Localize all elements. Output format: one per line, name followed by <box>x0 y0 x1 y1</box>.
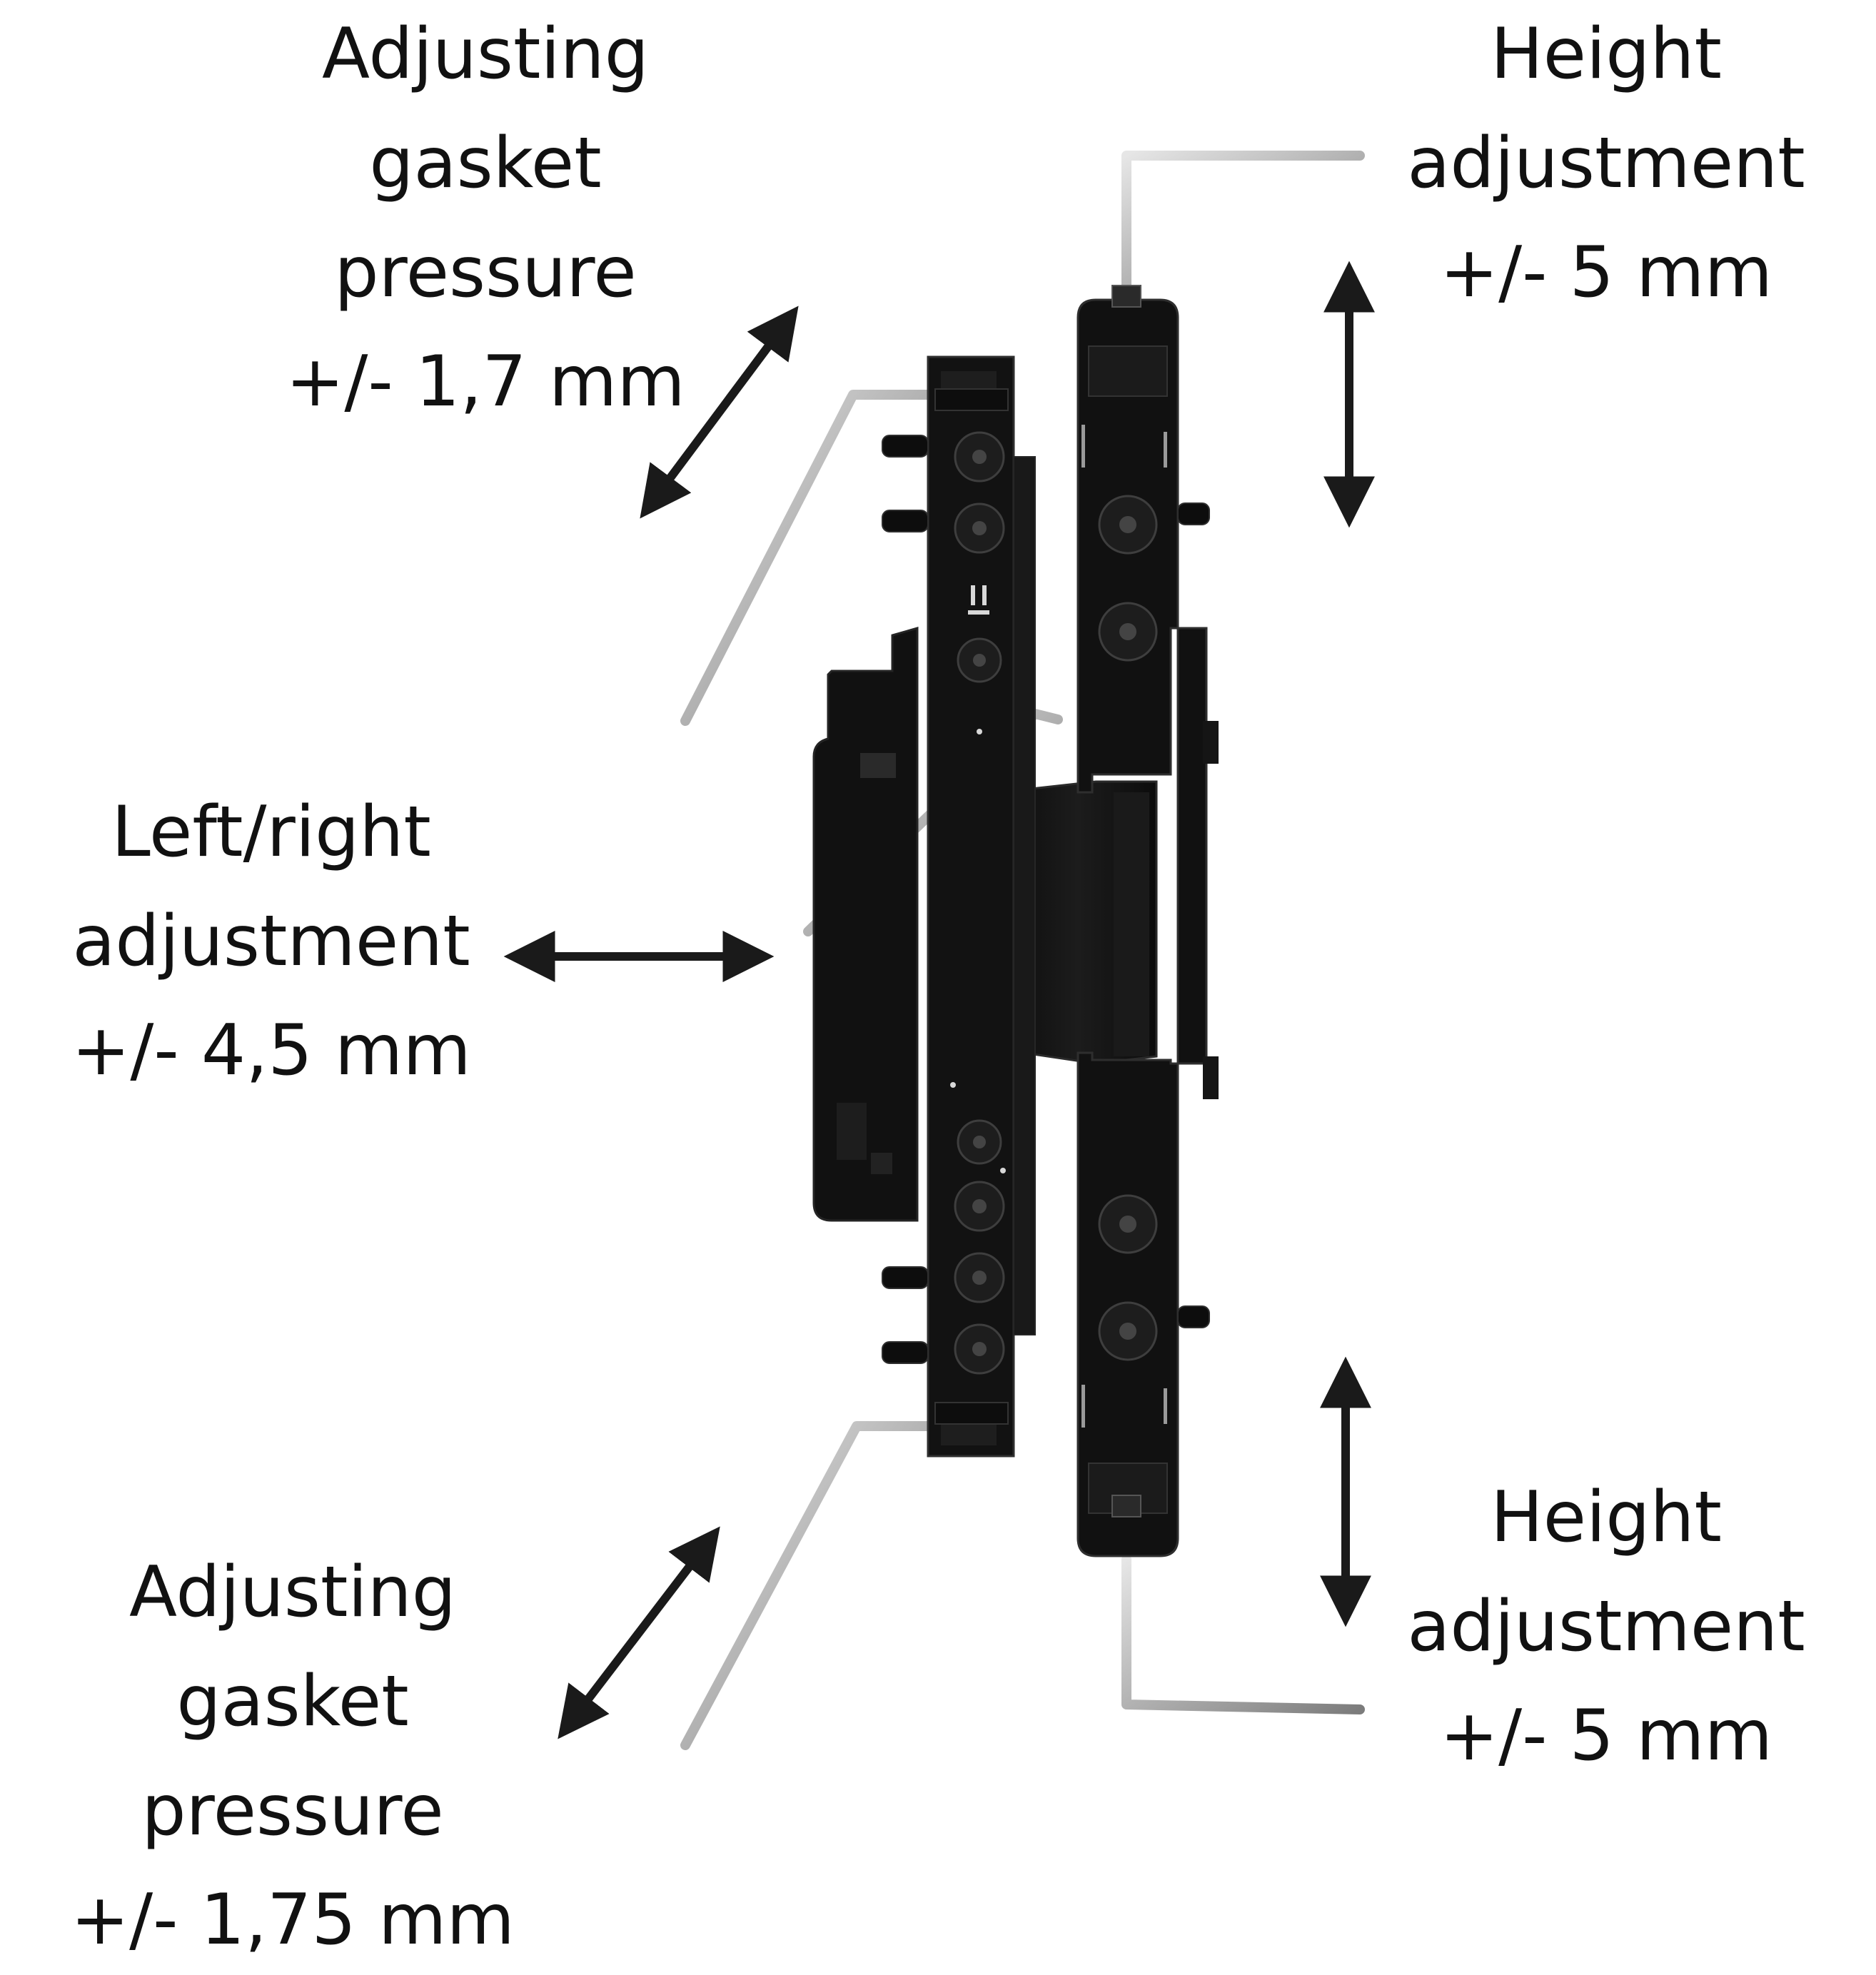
gasket-pressure-label-bottom: Adjusting gasket pressure +/- 1,75 mm <box>43 1538 543 1975</box>
frame-hinge-plate <box>1076 285 1219 1557</box>
label-line: gasket <box>369 123 602 204</box>
label-line: +/- 4,5 mm <box>71 1010 471 1091</box>
label-line: Height <box>1491 14 1722 95</box>
label-line: pressure <box>141 1770 444 1852</box>
door-hinge-plate <box>882 355 1036 1458</box>
left-right-adjustment-label: Left/right adjustment +/- 4,5 mm <box>21 778 521 1106</box>
label-line: adjustment <box>72 901 470 982</box>
label-line: Height <box>1491 1477 1722 1558</box>
height-adjustment-label-top: Height adjustment +/- 5 mm <box>1356 0 1856 328</box>
label-line: adjustment <box>1407 123 1805 204</box>
label-line: Adjusting <box>322 14 649 95</box>
label-line: +/- 5 mm <box>1439 1695 1773 1777</box>
label-line: +/- 5 mm <box>1439 232 1773 313</box>
label-line: adjustment <box>1407 1586 1805 1667</box>
label-line: Left/right <box>111 792 431 873</box>
label-line: pressure <box>334 232 637 313</box>
label-line: +/- 1,75 mm <box>71 1879 515 1961</box>
double-arrow-icon <box>503 261 1375 1739</box>
gasket-pressure-label-top: Adjusting gasket pressure +/- 1,7 mm <box>236 0 735 437</box>
label-line: gasket <box>176 1661 409 1742</box>
height-adjustment-label-bottom: Height adjustment +/- 5 mm <box>1356 1463 1856 1791</box>
door-mounting-body <box>812 627 919 1222</box>
label-line: Adjusting <box>129 1552 456 1633</box>
label-line: +/- 1,7 mm <box>286 341 685 423</box>
